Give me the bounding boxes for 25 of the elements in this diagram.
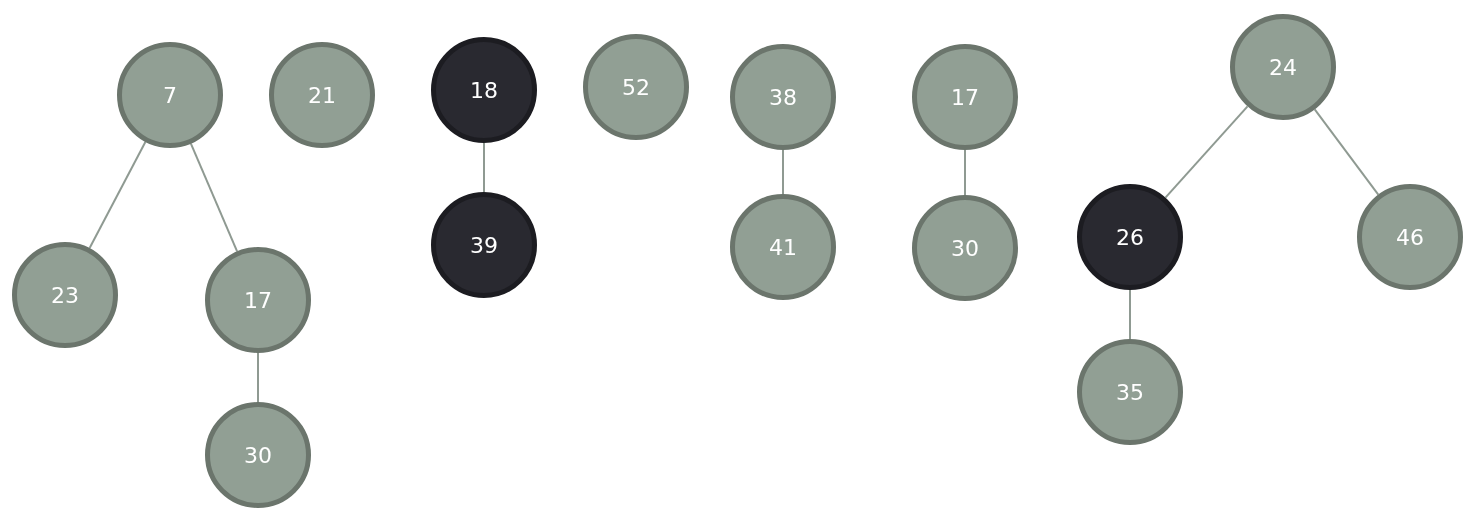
connector-line bbox=[964, 149, 966, 196]
node-value: 24 bbox=[1269, 54, 1297, 80]
connector-line bbox=[189, 142, 239, 253]
node-value: 52 bbox=[622, 74, 650, 100]
node-value: 35 bbox=[1116, 379, 1144, 405]
node-value: 18 bbox=[470, 77, 498, 103]
connector-line bbox=[1129, 289, 1131, 340]
node-value: 21 bbox=[308, 82, 336, 108]
connector-line bbox=[1313, 108, 1380, 196]
node-value: 41 bbox=[769, 234, 797, 260]
node-value: 30 bbox=[244, 442, 272, 468]
node-value: 38 bbox=[769, 84, 797, 110]
connector-line bbox=[257, 352, 259, 403]
node-value: 26 bbox=[1116, 224, 1144, 250]
node-value: 23 bbox=[51, 282, 79, 308]
node-value: 46 bbox=[1396, 224, 1424, 250]
node-value: 17 bbox=[244, 287, 272, 313]
node-value: 30 bbox=[951, 235, 979, 261]
connector-line bbox=[1164, 105, 1249, 199]
connector-line bbox=[88, 140, 147, 250]
node-value: 17 bbox=[951, 84, 979, 110]
connector-line bbox=[483, 142, 485, 193]
node-value: 39 bbox=[470, 232, 498, 258]
connector-line bbox=[782, 149, 784, 195]
node-value: 7 bbox=[163, 82, 177, 108]
